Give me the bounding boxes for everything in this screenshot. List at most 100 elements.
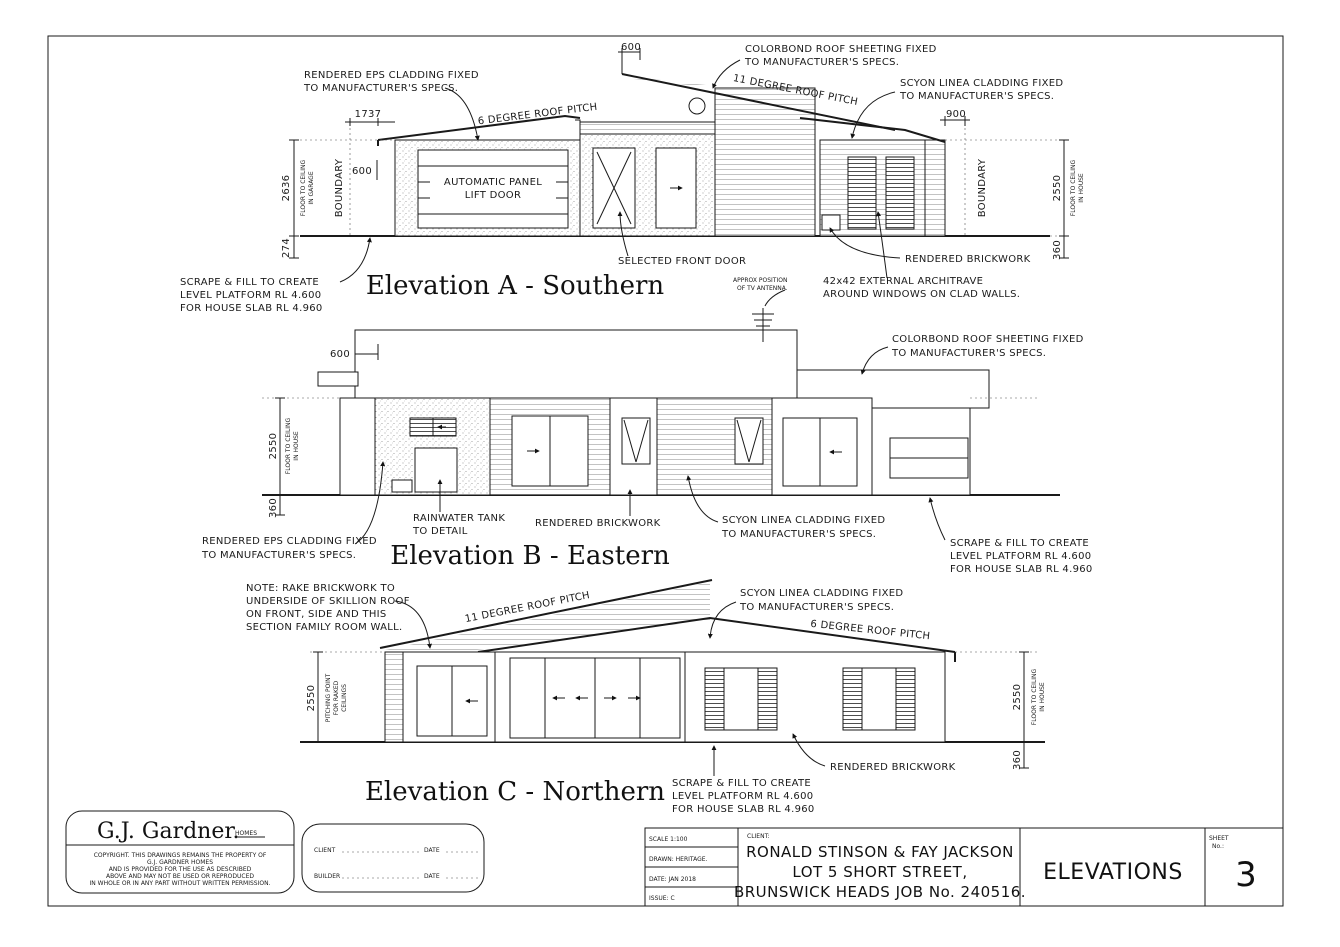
note-eps-b-2: TO MANUFACTURER'S SPECS. — [201, 550, 356, 561]
dim-2636: 2636 — [281, 175, 292, 202]
floor-ceiling-house-b1: FLOOR TO CEILING — [285, 417, 292, 474]
copyright-1: COPYRIGHT. THIS DRAWINGS REMAINS THE PRO… — [94, 852, 267, 859]
window-b-2 — [621, 417, 651, 465]
note-scrape-a-2: LEVEL PLATFORM RL 4.600 — [180, 290, 321, 301]
floor-ceiling-house-a1: FLOOR TO CEILING — [1070, 159, 1077, 216]
tv-antenna-label-2: OF TV ANTENNA. — [737, 285, 788, 292]
note-rainwater-1: RAINWATER TANK — [413, 513, 505, 524]
floor-ceiling-house-a2: IN HOUSE — [1078, 173, 1085, 203]
note-front-door: SELECTED FRONT DOOR — [618, 256, 746, 267]
note-scyon-c-2: TO MANUFACTURER'S SPECS. — [739, 602, 894, 613]
note-brickwork-c: RENDERED BRICKWORK — [830, 762, 956, 773]
note-rake-4: SECTION FAMILY ROOM WALL. — [246, 622, 403, 633]
copyright-3: AND IS PROVIDED FOR THE USE AS DESCRIBED — [109, 866, 252, 873]
note-rake-2: UNDERSIDE OF SKILLION ROOF — [246, 596, 410, 607]
sheet-number: 3 — [1235, 855, 1257, 895]
note-brickwork-a: RENDERED BRICKWORK — [905, 254, 1031, 265]
dim-2550-b: 2550 — [268, 433, 279, 460]
logo-box — [65, 810, 295, 894]
note-scrape-a-3: FOR HOUSE SLAB RL 4.960 — [180, 303, 323, 314]
client-label: CLIENT: — [747, 833, 770, 840]
dim-600-top: 600 — [621, 42, 641, 53]
pitching-point-1: PITCHING POINT — [325, 673, 332, 722]
client-line-2: LOT 5 SHORT STREET, — [792, 863, 967, 881]
title-block: G.J. Gardner. HOMES COPYRIGHT. THIS DRAW… — [65, 810, 1284, 907]
dim-600-b: 600 — [330, 349, 350, 360]
company-logo-tag: HOMES — [235, 830, 257, 837]
dim-900: 900 — [946, 109, 966, 120]
signoff-builder-date: DATE — [424, 873, 440, 880]
note-rainwater-2: TO DETAIL — [412, 526, 468, 537]
upper-roof — [621, 73, 896, 131]
main-roof-b — [354, 329, 798, 399]
note-scyon-b-2: TO MANUFACTURER'S SPECS. — [721, 529, 876, 540]
note-scrape-a-1: SCRAPE & FILL TO CREATE — [180, 277, 319, 288]
window-b-3 — [734, 417, 764, 465]
signoff-box — [301, 823, 485, 893]
note-scyon-a-2: TO MANUFACTURER'S SPECS. — [899, 91, 1054, 102]
garage-door-label-1: AUTOMATIC PANEL — [444, 177, 542, 188]
floor-ceiling-house-c1: FLOOR TO CEILING — [1031, 668, 1038, 725]
signoff-client-label: CLIENT — [314, 847, 336, 854]
floor-ceiling-garage-1: FLOOR TO CEILING — [300, 159, 307, 216]
note-rake-3: ON FRONT, SIDE AND THIS — [246, 609, 387, 620]
main-roof-c — [477, 616, 956, 653]
note-architrave-2: AROUND WINDOWS ON CLAD WALLS. — [823, 289, 1020, 300]
garage-roof — [377, 114, 581, 141]
note-scrape-b-1: SCRAPE & FILL TO CREATE — [950, 538, 1089, 549]
drawn-field: DRAWN: HERITAGE. — [649, 856, 708, 863]
boundary-left: BOUNDARY — [334, 158, 345, 217]
boundary-right: BOUNDARY — [977, 158, 988, 217]
note-scrape-b-3: FOR HOUSE SLAB RL 4.960 — [950, 564, 1093, 575]
sheet-label-2: No.: — [1212, 843, 1224, 850]
dim-2550-c-right: 2550 — [1012, 684, 1023, 711]
scale-field: SCALE 1:100 — [649, 836, 688, 843]
note-eps-a-1: RENDERED EPS CLADDING FIXED — [304, 70, 479, 81]
floor-ceiling-house-b2: IN HOUSE — [293, 431, 300, 461]
elevation-c: 2550 PITCHING POINT FOR RAKED CEILINGS 2… — [246, 579, 1046, 815]
note-colorbond-b-2: TO MANUFACTURER'S SPECS. — [891, 348, 1046, 359]
issue-field: ISSUE: C — [649, 895, 675, 902]
date-field: DATE: JAN 2018 — [649, 876, 696, 883]
cladding-wall — [714, 87, 816, 237]
elevation-b: 2550 360 FLOOR TO CEILING IN HOUSE 600 A… — [201, 277, 1093, 575]
elevation-b-title: Elevation B - Eastern — [390, 541, 670, 571]
louvre-window-1 — [847, 156, 877, 230]
dim-360-c: 360 — [1012, 750, 1023, 770]
dim-2550-c-left: 2550 — [306, 685, 317, 712]
signoff-builder-label: BUILDER — [314, 873, 340, 880]
garage-door-label-2: LIFT DOOR — [465, 190, 521, 201]
note-scrape-c-3: FOR HOUSE SLAB RL 4.960 — [672, 804, 815, 815]
client-line-3: BRUNSWICK HEADS JOB No. 240516. — [734, 883, 1026, 901]
note-rake-1: NOTE: RAKE BRICKWORK TO — [246, 583, 395, 594]
note-eps-a-2: TO MANUFACTURER'S SPECS. — [303, 83, 458, 94]
note-colorbond-a-2: TO MANUFACTURER'S SPECS. — [744, 57, 899, 68]
elevation-a-title: Elevation A - Southern — [366, 271, 665, 301]
copyright-5: IN WHOLE OR IN ANY PART WITHOUT WRITTEN … — [89, 880, 270, 887]
note-scyon-b-1: SCYON LINEA CLADDING FIXED — [722, 515, 885, 526]
sheet-name: ELEVATIONS — [1043, 860, 1183, 885]
dim-360-b: 360 — [268, 498, 279, 518]
note-eps-b-1: RENDERED EPS CLADDING FIXED — [202, 536, 377, 547]
signoff-client-date: DATE — [424, 847, 440, 854]
copyright-2: G.J. GARDNER HOMES — [147, 859, 213, 866]
dim-600-side: 600 — [352, 166, 372, 177]
client-line-1: RONALD STINSON & FAY JACKSON — [746, 843, 1014, 861]
pitching-point-2: FOR RAKED — [333, 680, 340, 715]
dim-1737: 1737 — [355, 109, 382, 120]
dim-360-a: 360 — [1052, 240, 1063, 260]
note-scyon-a-1: SCYON LINEA CLADDING FIXED — [900, 78, 1063, 89]
note-scrape-c-1: SCRAPE & FILL TO CREATE — [672, 778, 811, 789]
note-scrape-b-2: LEVEL PLATFORM RL 4.600 — [950, 551, 1091, 562]
note-scrape-c-2: LEVEL PLATFORM RL 4.600 — [672, 791, 813, 802]
company-logo: G.J. Gardner. — [97, 819, 239, 844]
note-colorbond-a-1: COLORBOND ROOF SHEETING FIXED — [745, 44, 937, 55]
dim-2550-a: 2550 — [1052, 175, 1063, 202]
note-brickwork-b: RENDERED BRICKWORK — [535, 518, 661, 529]
pitching-point-3: CEILINGS — [341, 684, 348, 712]
floor-ceiling-garage-2: IN GARAGE — [308, 171, 315, 204]
round-window — [688, 97, 706, 115]
skillion-roof-c — [379, 579, 713, 649]
copyright-4: ABOVE AND MAY NOT BE USED OR REPRODUCED — [106, 873, 254, 880]
